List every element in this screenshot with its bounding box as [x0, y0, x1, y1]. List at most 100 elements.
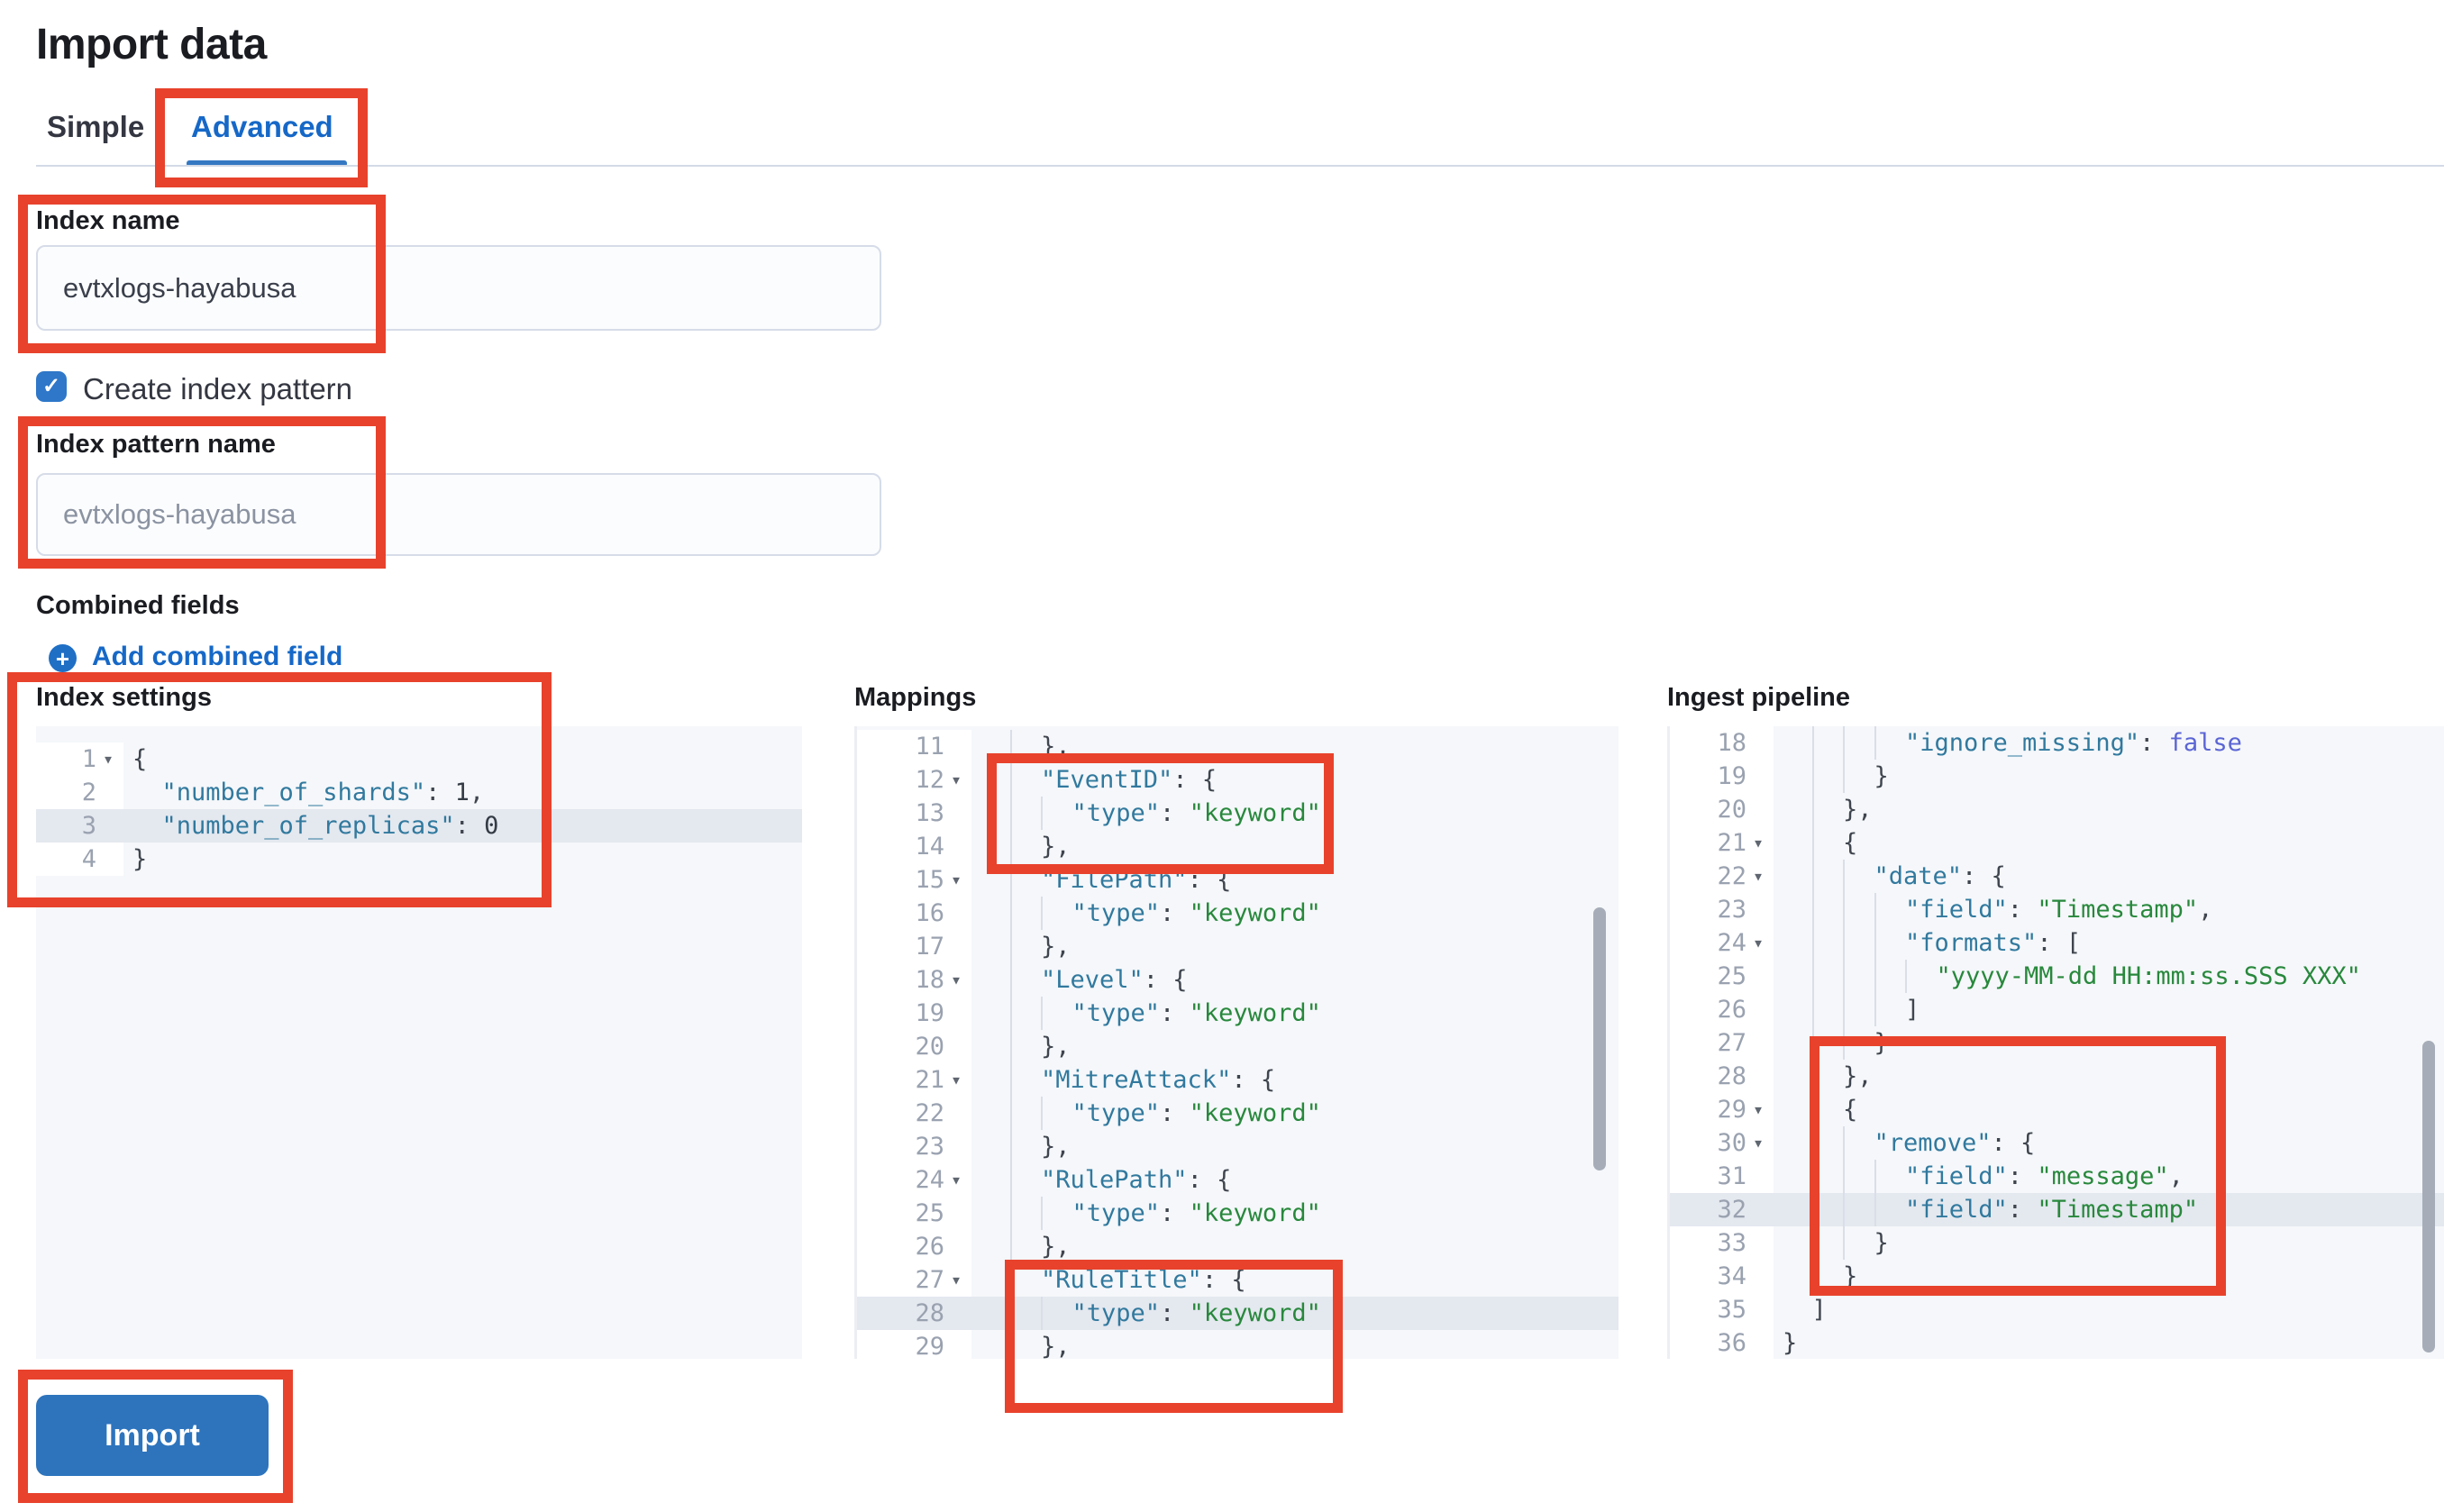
fold-arrow-icon[interactable]: ▾ — [951, 1269, 962, 1290]
indent-guide — [1009, 1230, 1042, 1263]
line-number: 23 — [1717, 896, 1746, 924]
indent-guide — [1843, 1160, 1874, 1193]
mappings-vertical-scrollbar[interactable] — [1593, 907, 1606, 1170]
indent-guide — [1811, 1193, 1844, 1226]
fold-arrow-icon[interactable]: ▾ — [1753, 1132, 1765, 1153]
fold-arrow-icon[interactable]: ▾ — [951, 969, 962, 990]
line-number: 23 — [915, 1133, 944, 1161]
code-line: 4} — [36, 843, 802, 876]
line-number: 21 — [1717, 829, 1746, 857]
line-number: 2 — [81, 779, 96, 806]
indent-guide — [1843, 860, 1874, 893]
line-number: 29 — [915, 1333, 944, 1359]
indent-guide — [1843, 1026, 1874, 1060]
indent-guide — [1009, 730, 1042, 763]
tab-advanced[interactable]: Advanced — [191, 110, 333, 143]
indent-guide — [1041, 1197, 1072, 1230]
indent-guide — [1811, 993, 1844, 1026]
indent-guide — [1843, 926, 1874, 960]
indent-guide — [1874, 893, 1906, 926]
line-number: 18 — [1717, 729, 1746, 757]
mappings-editor[interactable]: 11},12▾"EventID": {13"type": "keyword"14… — [854, 726, 1619, 1359]
fold-arrow-icon[interactable]: ▾ — [1753, 832, 1765, 853]
line-number: 11 — [915, 733, 944, 761]
fold-arrow-icon[interactable]: ▾ — [103, 748, 114, 770]
indent-guide — [1905, 960, 1937, 993]
indent-guide — [1811, 1060, 1844, 1093]
create-index-pattern-checkbox[interactable]: ✓ — [36, 371, 67, 402]
code-line: 16"type": "keyword" — [857, 897, 1619, 930]
ingest-pipeline-vertical-scrollbar[interactable] — [2422, 1041, 2435, 1353]
fold-arrow-icon[interactable]: ▾ — [1753, 865, 1765, 887]
indent-guide — [1009, 930, 1042, 963]
tab-simple[interactable]: Simple — [47, 110, 145, 143]
indent-guide — [1843, 960, 1874, 993]
line-number: 17 — [915, 933, 944, 961]
line-number: 31 — [1717, 1162, 1746, 1190]
indent-guide — [1009, 1063, 1042, 1097]
ingest-pipeline-label: Ingest pipeline — [1667, 683, 1851, 712]
indent-guide — [1811, 1093, 1844, 1126]
code-line: 36} — [1670, 1326, 2444, 1359]
indent-guide — [1843, 1226, 1874, 1260]
indent-guide — [1811, 826, 1844, 860]
fold-arrow-icon[interactable]: ▾ — [951, 869, 962, 890]
indent-guide — [1009, 963, 1042, 997]
line-number: 20 — [1717, 796, 1746, 824]
code-line: 18"ignore_missing": false — [1670, 726, 2444, 760]
fold-arrow-icon[interactable]: ▾ — [951, 1169, 962, 1190]
indent-guide — [1009, 997, 1042, 1030]
line-number: 26 — [1717, 996, 1746, 1024]
index-settings-editor[interactable]: 1▾{2"number_of_shards": 1,3"number_of_re… — [36, 726, 802, 1359]
import-button[interactable]: Import — [36, 1395, 269, 1476]
code-line: 12▾"EventID": { — [857, 763, 1619, 797]
indent-guide — [1811, 1226, 1844, 1260]
line-number: 21 — [915, 1066, 944, 1094]
indent-guide — [1843, 1126, 1874, 1160]
code-line: 32"field": "Timestamp" — [1670, 1193, 2444, 1226]
line-number: 33 — [1717, 1229, 1746, 1257]
indent-guide — [1811, 960, 1844, 993]
indent-guide — [1811, 926, 1844, 960]
code-line: 14}, — [857, 830, 1619, 863]
line-number: 24 — [915, 1166, 944, 1194]
code-line: 35] — [1670, 1293, 2444, 1326]
indent-guide — [1009, 797, 1042, 830]
indent-guide — [1009, 763, 1042, 797]
fold-arrow-icon[interactable]: ▾ — [1753, 932, 1765, 953]
plus-in-circle-icon[interactable]: + — [49, 644, 77, 672]
indent-guide — [1811, 1160, 1844, 1193]
code-line: 3"number_of_replicas": 0 — [36, 809, 802, 843]
indent-guide — [1843, 726, 1874, 760]
fold-arrow-icon[interactable]: ▾ — [1753, 1098, 1765, 1120]
add-combined-field-link[interactable]: Add combined field — [92, 642, 343, 671]
indent-guide — [1843, 760, 1874, 793]
line-number: 1 — [81, 745, 96, 773]
index-pattern-name-input[interactable] — [36, 473, 881, 556]
line-number: 29 — [1717, 1096, 1746, 1124]
indent-guide — [1041, 1297, 1072, 1330]
mappings-label: Mappings — [854, 683, 977, 712]
line-number: 28 — [1717, 1062, 1746, 1090]
line-number: 14 — [915, 833, 944, 861]
indent-guide — [1009, 1197, 1042, 1230]
line-number: 19 — [915, 999, 944, 1027]
index-name-input[interactable] — [36, 245, 881, 331]
indent-guide — [1843, 993, 1874, 1026]
indent-guide — [1843, 1193, 1874, 1226]
fold-arrow-icon[interactable]: ▾ — [951, 1069, 962, 1090]
indent-guide — [1811, 860, 1844, 893]
indent-guide — [1811, 760, 1844, 793]
code-line: 20}, — [1670, 793, 2444, 826]
indent-guide — [1811, 893, 1844, 926]
line-number: 35 — [1717, 1296, 1746, 1324]
code-line: 25"type": "keyword" — [857, 1197, 1619, 1230]
indent-guide — [1874, 1160, 1906, 1193]
code-line: 1▾{ — [36, 742, 802, 776]
line-number: 18 — [915, 966, 944, 994]
fold-arrow-icon[interactable]: ▾ — [951, 769, 962, 790]
code-line: 29}, — [857, 1330, 1619, 1359]
indent-guide — [1811, 1026, 1844, 1060]
